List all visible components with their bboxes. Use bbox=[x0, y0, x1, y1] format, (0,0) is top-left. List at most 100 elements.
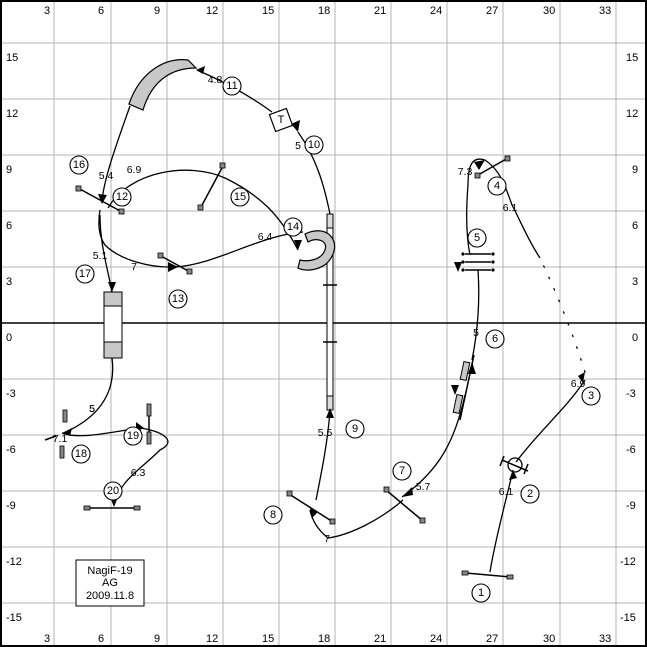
y-tick-labels-left: 15 12 9 6 3 0 -3 -6 -9 -12 -15 bbox=[6, 52, 22, 624]
distance-label: 5 bbox=[295, 140, 301, 152]
number-15: 15 bbox=[230, 187, 250, 207]
start-marker: T bbox=[278, 114, 285, 126]
y-tick-label: 6 bbox=[6, 220, 12, 232]
distance-label: 6.3 bbox=[131, 467, 146, 479]
distance-label: 6.9 bbox=[127, 164, 142, 176]
distance-label: 7 bbox=[324, 533, 330, 545]
svg-text:13: 13 bbox=[172, 293, 184, 305]
distance-label: 5.1 bbox=[93, 250, 108, 262]
x-tick-label: 27 bbox=[486, 633, 498, 645]
x-tick-labels-top: 3 6 9 12 15 18 21 24 27 30 33 bbox=[44, 5, 611, 17]
jump-18 bbox=[44, 409, 68, 459]
x-tick-label: 9 bbox=[154, 5, 160, 17]
svg-text:19: 19 bbox=[127, 430, 139, 442]
distance-label: 6.1 bbox=[499, 486, 514, 498]
distance-label: 6.4 bbox=[258, 231, 273, 243]
y-tick-label: -3 bbox=[6, 388, 16, 400]
svg-text:2: 2 bbox=[527, 488, 533, 500]
x-tick-label: 9 bbox=[154, 633, 160, 645]
y-tick-label: 0 bbox=[632, 332, 638, 344]
svg-text:20: 20 bbox=[107, 485, 119, 497]
jump-7 bbox=[383, 486, 426, 524]
obstacle-numbers: 1 2 3 4 5 6 7 8 9 10 11 12 13 14 15 16 1… bbox=[69, 76, 601, 603]
svg-text:12: 12 bbox=[116, 191, 128, 203]
x-tick-label: 18 bbox=[318, 633, 330, 645]
y-tick-label: 3 bbox=[632, 276, 638, 288]
info-line-1: NagiF-19 bbox=[87, 565, 132, 577]
number-5: 5 bbox=[467, 228, 487, 248]
x-tick-labels-bottom: 3 6 9 12 15 18 21 24 27 30 33 bbox=[44, 633, 611, 645]
svg-text:8: 8 bbox=[270, 509, 276, 521]
jump-1 bbox=[461, 570, 514, 580]
svg-text:5: 5 bbox=[474, 232, 480, 244]
number-20: 20 bbox=[103, 481, 123, 501]
y-tick-label: 3 bbox=[6, 276, 12, 288]
x-tick-label: 3 bbox=[44, 633, 50, 645]
number-4: 4 bbox=[487, 176, 507, 196]
y-tick-label: 9 bbox=[6, 164, 12, 176]
y-tick-label: 9 bbox=[632, 164, 638, 176]
y-tick-label: -9 bbox=[626, 500, 636, 512]
number-17: 17 bbox=[75, 264, 95, 284]
number-3: 3 bbox=[581, 386, 601, 406]
tunnel-14 bbox=[297, 230, 336, 271]
x-tick-label: 18 bbox=[318, 5, 330, 17]
svg-text:15: 15 bbox=[234, 191, 246, 203]
x-tick-label: 30 bbox=[543, 5, 555, 17]
distance-label: 5.7 bbox=[416, 481, 431, 493]
x-tick-label: 3 bbox=[44, 5, 50, 17]
number-6: 6 bbox=[485, 329, 505, 349]
y-tick-label: -9 bbox=[6, 500, 16, 512]
y-tick-labels-right: 15 12 9 6 3 0 -3 -6 -9 -12 -15 bbox=[620, 52, 638, 624]
svg-text:7: 7 bbox=[399, 465, 405, 477]
y-tick-label: 0 bbox=[6, 332, 12, 344]
y-tick-label: -12 bbox=[620, 556, 636, 568]
y-tick-label: 12 bbox=[6, 108, 18, 120]
y-tick-label: -3 bbox=[626, 388, 636, 400]
distance-label: 7.1 bbox=[53, 433, 68, 445]
tunnel-11 bbox=[128, 59, 198, 111]
jump-12 bbox=[75, 185, 125, 215]
number-12: 12 bbox=[112, 187, 132, 207]
y-tick-label: -6 bbox=[6, 444, 16, 456]
distance-label: 4.8 bbox=[208, 74, 223, 86]
distance-label: 7 bbox=[131, 261, 137, 273]
y-tick-label: -15 bbox=[620, 612, 636, 624]
number-11: 11 bbox=[222, 76, 242, 96]
number-14: 14 bbox=[283, 217, 303, 237]
x-tick-label: 21 bbox=[374, 5, 386, 17]
number-1: 1 bbox=[471, 583, 491, 603]
x-tick-label: 15 bbox=[262, 633, 274, 645]
info-line-2: AG bbox=[102, 577, 118, 589]
x-tick-label: 21 bbox=[374, 633, 386, 645]
number-2: 2 bbox=[520, 484, 540, 504]
svg-text:10: 10 bbox=[308, 139, 320, 151]
svg-text:9: 9 bbox=[352, 423, 358, 435]
tire-2 bbox=[499, 455, 529, 475]
y-tick-label: -12 bbox=[6, 556, 22, 568]
x-tick-label: 24 bbox=[430, 633, 442, 645]
distance-label: 5 bbox=[89, 403, 95, 415]
svg-text:1: 1 bbox=[478, 587, 484, 599]
x-tick-label: 24 bbox=[430, 5, 442, 17]
number-18: 18 bbox=[71, 444, 91, 464]
x-tick-label: 6 bbox=[98, 633, 104, 645]
svg-text:16: 16 bbox=[73, 159, 85, 171]
number-13: 13 bbox=[168, 289, 188, 309]
y-tick-label: 15 bbox=[626, 52, 638, 64]
number-16: 16 bbox=[69, 155, 89, 175]
y-tick-label: 12 bbox=[626, 108, 638, 120]
number-10: 10 bbox=[304, 135, 324, 155]
jump-20 bbox=[83, 505, 141, 511]
distance-label: 6.9 bbox=[571, 378, 586, 390]
x-tick-label: 33 bbox=[599, 633, 611, 645]
number-19: 19 bbox=[123, 426, 143, 446]
y-tick-label: -6 bbox=[626, 444, 636, 456]
pause-table: T bbox=[268, 107, 294, 133]
y-tick-label: -15 bbox=[6, 612, 22, 624]
y-tick-label: 15 bbox=[6, 52, 18, 64]
svg-text:17: 17 bbox=[79, 268, 91, 280]
distance-label: 5.4 bbox=[99, 170, 114, 182]
